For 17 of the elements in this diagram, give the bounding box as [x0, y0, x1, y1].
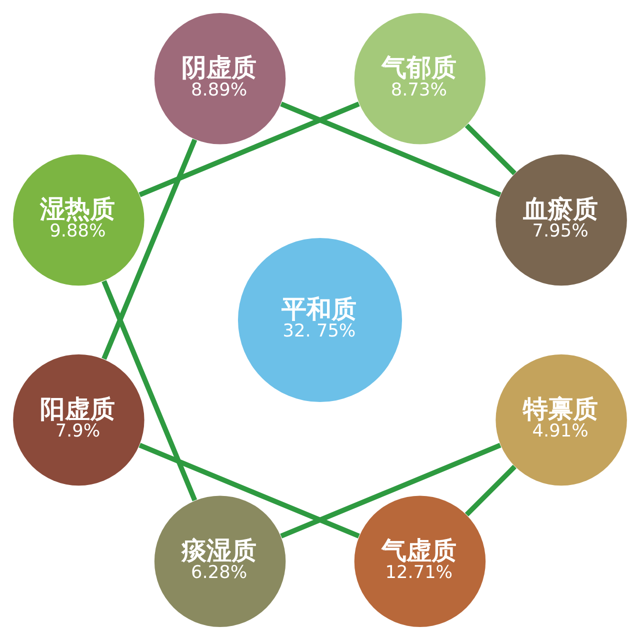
node-circle: 阳虚质 7.9% — [13, 354, 144, 486]
node-circle: 痰湿质 6.28% — [154, 496, 286, 627]
connector — [464, 464, 516, 516]
node-circle: 湿热质 9.88% — [13, 154, 144, 286]
connector — [138, 442, 360, 538]
connector — [102, 280, 198, 502]
connector — [102, 138, 198, 360]
node-circle: 气郁质 8.73% — [354, 13, 486, 144]
node-circle: 血瘀质 7.95% — [496, 154, 627, 286]
node-circle: 气虚质 12.71% — [354, 496, 486, 627]
connector — [464, 124, 516, 176]
node-circle: 平和质 32. 75% — [238, 238, 402, 402]
node-circle: 阴虚质 8.89% — [154, 13, 286, 144]
node-circle: 特禀质 4.91% — [496, 354, 627, 486]
connector — [138, 102, 360, 198]
connector — [280, 102, 502, 198]
connector — [280, 442, 502, 538]
